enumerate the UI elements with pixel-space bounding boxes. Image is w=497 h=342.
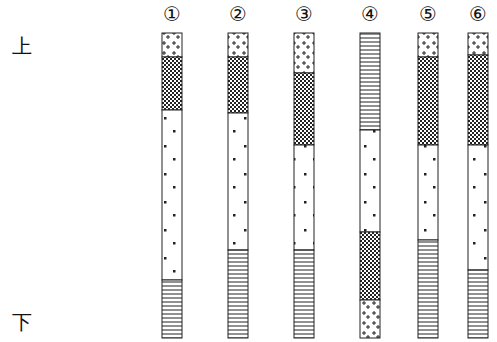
- bottom-marker: 下: [12, 312, 32, 332]
- column-number: ③: [295, 4, 313, 24]
- column-number: ②: [229, 4, 247, 24]
- column-number: ④: [361, 4, 379, 24]
- column-number: ⑥: [469, 4, 487, 24]
- column-number: ①: [163, 4, 181, 24]
- column-number: ⑤: [419, 4, 437, 24]
- top-marker: 上: [12, 36, 32, 56]
